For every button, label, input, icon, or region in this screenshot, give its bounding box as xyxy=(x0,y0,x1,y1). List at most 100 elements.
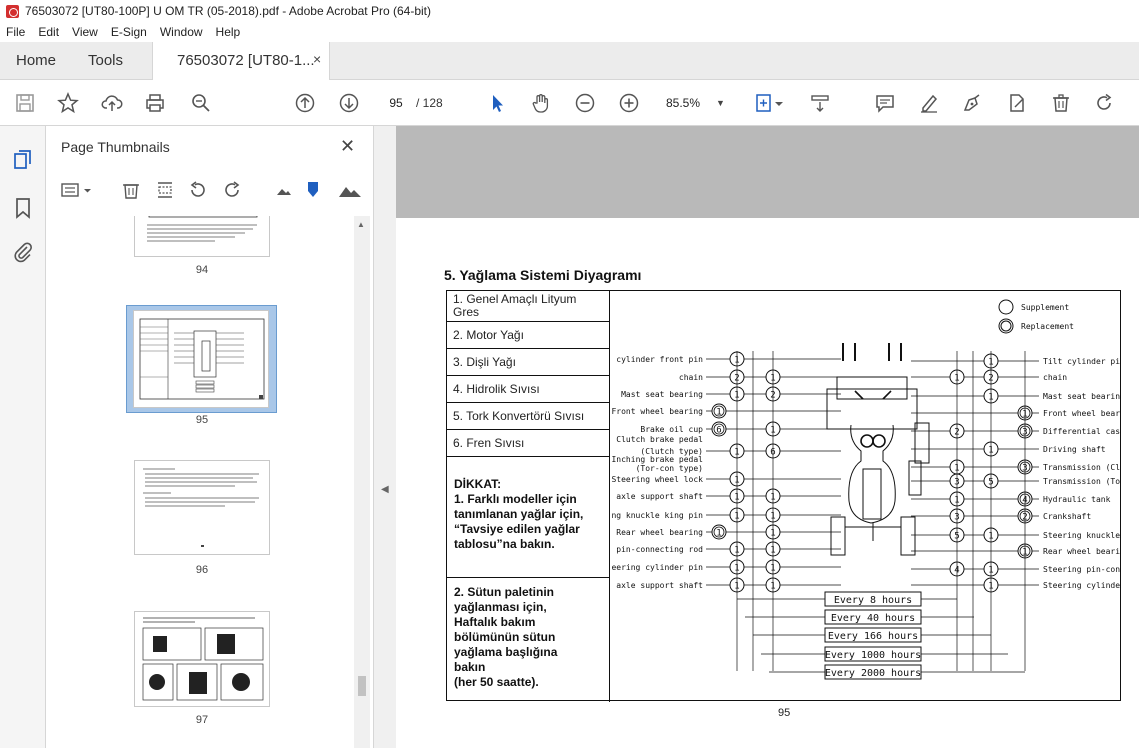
menu-window[interactable]: Window xyxy=(159,25,203,39)
delete-icon[interactable] xyxy=(121,180,141,200)
tab-bar: Home Tools 76503072 [UT80-1... × xyxy=(0,42,1139,80)
delete-page-icon[interactable] xyxy=(1049,91,1073,115)
highlight-pen-icon[interactable] xyxy=(917,91,941,115)
menu-view[interactable]: View xyxy=(72,25,98,39)
scroll-mode-icon[interactable] xyxy=(808,91,832,115)
legend-replacement-inner xyxy=(1000,320,1012,332)
tab-close-button[interactable]: × xyxy=(313,51,322,67)
title-bar: 76503072 [UT80-100P] U OM TR (05-2018).p… xyxy=(0,0,1139,22)
left-callout-marker-code: 1 xyxy=(716,408,721,418)
menu-help[interactable]: Help xyxy=(215,25,241,39)
panel-splitter[interactable]: ◀ xyxy=(374,126,396,748)
interval-label: Every 1000 hours xyxy=(825,650,921,661)
edit-pdf-icon[interactable] xyxy=(1005,91,1029,115)
tab-document[interactable]: 76503072 [UT80-1... × xyxy=(152,42,330,80)
left-callout-label: Steering axle support shaft xyxy=(611,492,703,501)
left-callout-label: Brake oil cup xyxy=(640,425,703,434)
interval-label: Every 166 hours xyxy=(828,631,918,642)
menu-esign[interactable]: E-Sign xyxy=(110,25,147,39)
extract-pages-icon[interactable] xyxy=(155,180,175,200)
menu-edit[interactable]: Edit xyxy=(38,25,60,39)
page-number-footer: 95 xyxy=(778,707,791,719)
page-total: / 128 xyxy=(416,96,443,110)
lubricant-1: 1. Genel Amaçlı Lityum Gres xyxy=(447,291,609,322)
attachment-icon[interactable] xyxy=(11,240,35,264)
zoom-level-dropdown[interactable]: 85.5% ▼ xyxy=(666,91,728,115)
left-callout-marker-inner xyxy=(713,526,725,538)
left-callout-label: Mast seat bearing xyxy=(621,390,703,399)
thumbnail-page-95[interactable] xyxy=(133,310,269,408)
rotate-left-icon[interactable] xyxy=(188,180,208,200)
scroll-up-icon[interactable]: ▲ xyxy=(357,220,365,229)
thumbnail-page-97[interactable] xyxy=(134,611,270,707)
rotate-right-icon[interactable] xyxy=(222,180,242,200)
right-callout-label: Driving shaft xyxy=(1043,445,1106,454)
select-cursor-icon[interactable] xyxy=(485,91,509,115)
right-callout-label: Steering knuckle king pin xyxy=(1043,531,1121,540)
thumbnail-label-96: 96 xyxy=(195,564,209,576)
left-callout-label: Steering wheel lock xyxy=(611,475,703,484)
right-callout-label: Differential case xyxy=(1043,427,1121,436)
right-callout-label: Front wheel bearing xyxy=(1043,409,1121,418)
thumbnail-label-97: 97 xyxy=(195,714,209,726)
rotate-icon[interactable] xyxy=(1092,91,1116,115)
hand-tool-icon[interactable] xyxy=(529,91,553,115)
thumbnail-size-slider[interactable] xyxy=(306,180,320,200)
thumbnail-large-icon[interactable] xyxy=(338,180,362,200)
zoom-search-icon[interactable] xyxy=(189,91,213,115)
left-callout-marker-inner xyxy=(713,405,725,417)
left-callout-label: Steering knuckle king pin xyxy=(611,511,703,520)
close-icon[interactable]: ✕ xyxy=(340,136,356,156)
save-icon[interactable] xyxy=(13,91,37,115)
zoom-out-icon[interactable] xyxy=(573,91,597,115)
notice-box-1: DİKKAT: 1. Farklı modeller için tanımlan… xyxy=(447,457,609,578)
upload-cloud-icon[interactable] xyxy=(100,91,124,115)
thumbnail-scrollbar[interactable]: ▲ xyxy=(354,216,370,748)
legend-supplement-symbol xyxy=(998,299,1014,315)
fit-page-icon[interactable] xyxy=(752,91,776,115)
navigation-rail xyxy=(0,126,46,748)
left-callout-marker-code: 1 xyxy=(716,529,721,539)
left-callout-marker-code: 6 xyxy=(716,426,721,436)
comment-icon[interactable] xyxy=(873,91,897,115)
collapse-panel-icon[interactable]: ◀ xyxy=(381,484,389,495)
interval-label: Every 40 hours xyxy=(831,613,915,624)
zoom-in-icon[interactable] xyxy=(617,91,641,115)
right-callout-label: Transmission (Clutch type) xyxy=(1043,463,1121,472)
left-callout-label: Clutch brake pedal xyxy=(616,435,703,444)
thumbnail-toolbar xyxy=(46,172,374,208)
page-up-icon[interactable] xyxy=(293,91,317,115)
document-viewer[interactable]: 5. Yağlama Sistemi Diyagramı 1. Genel Am… xyxy=(396,126,1139,748)
thumbnail-page-96[interactable] xyxy=(134,460,270,555)
legend-supplement-label: Supplement xyxy=(1021,303,1069,312)
scrollbar-thumb[interactable] xyxy=(358,676,366,696)
left-callout-label: (Clutch type) xyxy=(640,447,703,456)
sign-pen-icon[interactable] xyxy=(960,91,984,115)
chevron-down-icon[interactable] xyxy=(773,91,785,115)
thumbnail-small-icon[interactable] xyxy=(274,180,294,200)
lubricant-2: 2. Motor Yağı xyxy=(447,322,609,349)
right-callout-label: Crankshaft xyxy=(1043,512,1091,521)
main-toolbar: 95 / 128 85.5% ▼ xyxy=(0,80,1139,126)
tab-home[interactable]: Home xyxy=(16,52,57,69)
right-callout-label: chain xyxy=(1043,373,1067,382)
page-down-icon[interactable] xyxy=(337,91,361,115)
menu-file[interactable]: File xyxy=(6,25,26,39)
lubricant-3: 3. Dişli Yağı xyxy=(447,349,609,376)
left-callout-label: Steering axle support shaft xyxy=(611,581,703,590)
notice-1: DİKKAT: 1. Farklı modeller için tanımlan… xyxy=(454,477,584,551)
interval-label: Every 8 hours xyxy=(834,595,912,606)
zoom-level-value: 85.5% xyxy=(666,96,701,110)
options-menu-icon[interactable] xyxy=(60,180,94,200)
left-callout-label: Rear wheel bearing xyxy=(616,528,703,537)
page-thumbnails-icon[interactable] xyxy=(11,148,35,172)
menu-bar: File Edit View E-Sign Window Help xyxy=(0,22,1139,42)
bookmark-icon[interactable] xyxy=(11,196,35,220)
thumbnail-page-94[interactable] xyxy=(134,216,270,257)
print-icon[interactable] xyxy=(143,91,167,115)
tab-tools[interactable]: Tools xyxy=(88,52,124,69)
page-number-input[interactable]: 95 xyxy=(381,91,411,115)
lubrication-diagram: SupplementReplacementTilt cylinder front… xyxy=(611,299,1121,680)
lubrication-table: 1. Genel Amaçlı Lityum Gres 2. Motor Yağ… xyxy=(446,290,1121,702)
star-icon[interactable] xyxy=(56,91,80,115)
